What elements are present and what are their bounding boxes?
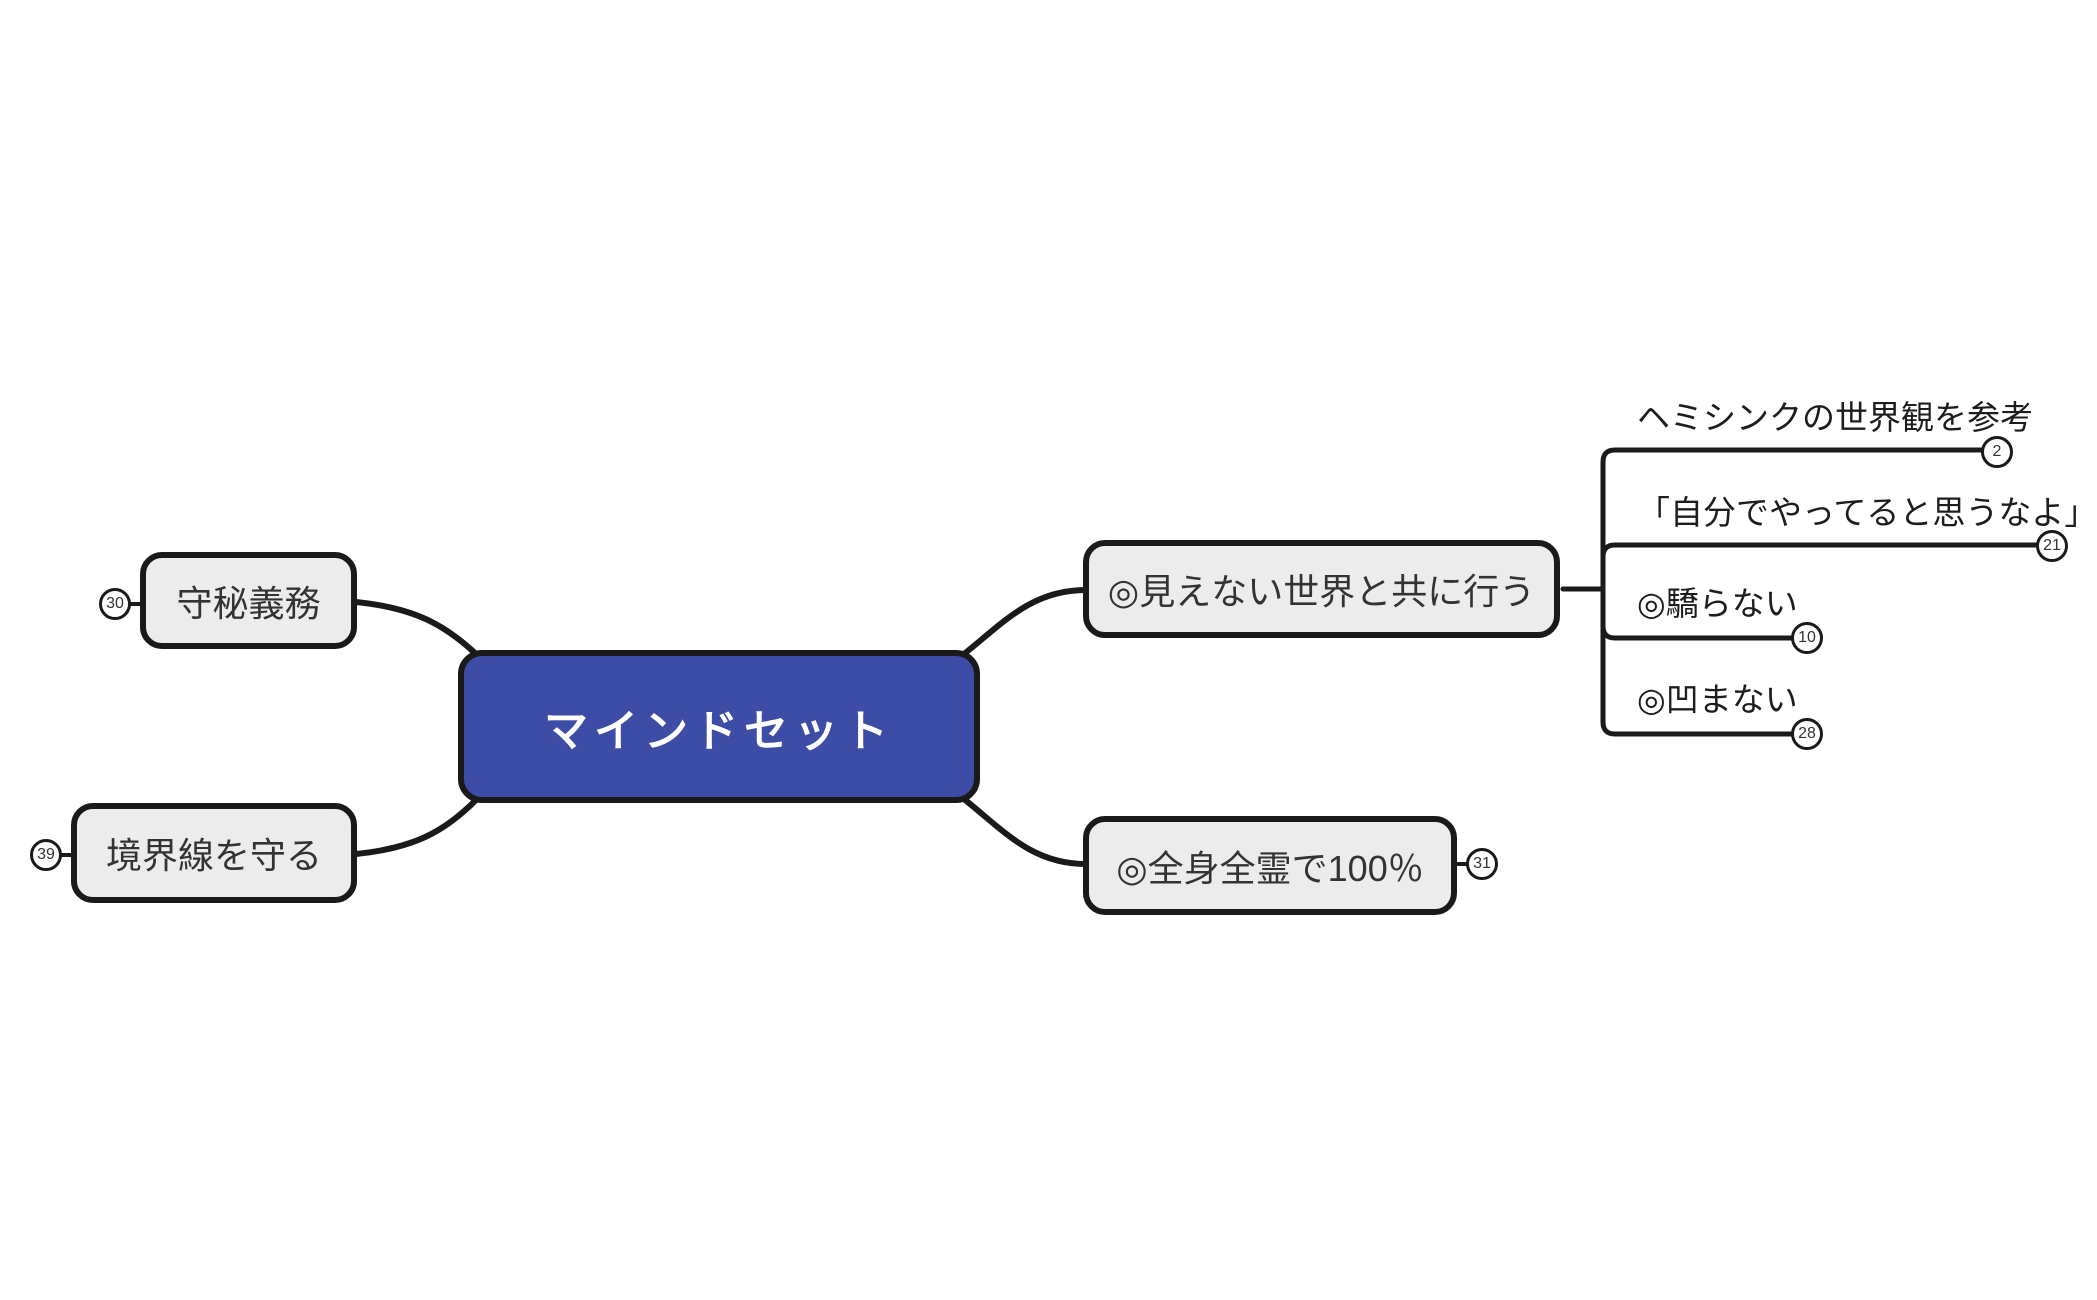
- connector-root-full-effort: [961, 796, 1089, 867]
- node-full-effort-badge[interactable]: 31: [1466, 848, 1498, 880]
- connector-child-hemi-sync: [1600, 447, 1988, 592]
- child-quote-badge[interactable]: 21: [2036, 530, 2068, 562]
- connector-root-boundaries: [353, 797, 479, 857]
- connector-root-confidentiality: [353, 599, 479, 657]
- root-node[interactable]: マインドセット: [458, 650, 980, 803]
- node-confidentiality-badge[interactable]: 30: [99, 588, 131, 620]
- connector-child-quote: [1600, 542, 2043, 592]
- node-full-effort[interactable]: ◎全身全霊で100％: [1083, 816, 1457, 915]
- child-no-dejection[interactable]: ◎凹まない: [1637, 681, 1798, 718]
- node-confidentiality[interactable]: 守秘義務: [140, 552, 357, 649]
- connector-root-invisible-world: [961, 587, 1089, 657]
- connector-child-no-dejection: [1600, 586, 1798, 737]
- child-no-dejection-badge[interactable]: 28: [1791, 718, 1823, 750]
- node-invisible-world[interactable]: ◎見えない世界と共に行う: [1083, 540, 1560, 638]
- child-no-arrogance[interactable]: ◎驕らない: [1637, 585, 1798, 622]
- child-no-arrogance-badge[interactable]: 10: [1791, 622, 1823, 654]
- node-boundaries-badge[interactable]: 39: [30, 839, 62, 871]
- node-boundaries[interactable]: 境界線を守る: [71, 803, 357, 903]
- child-hemi-sync-badge[interactable]: 2: [1981, 436, 2013, 468]
- child-hemi-sync[interactable]: ヘミシンクの世界観を参考: [1637, 399, 2033, 436]
- child-quote[interactable]: 「自分でやってると思うなよ」: [1637, 494, 2097, 531]
